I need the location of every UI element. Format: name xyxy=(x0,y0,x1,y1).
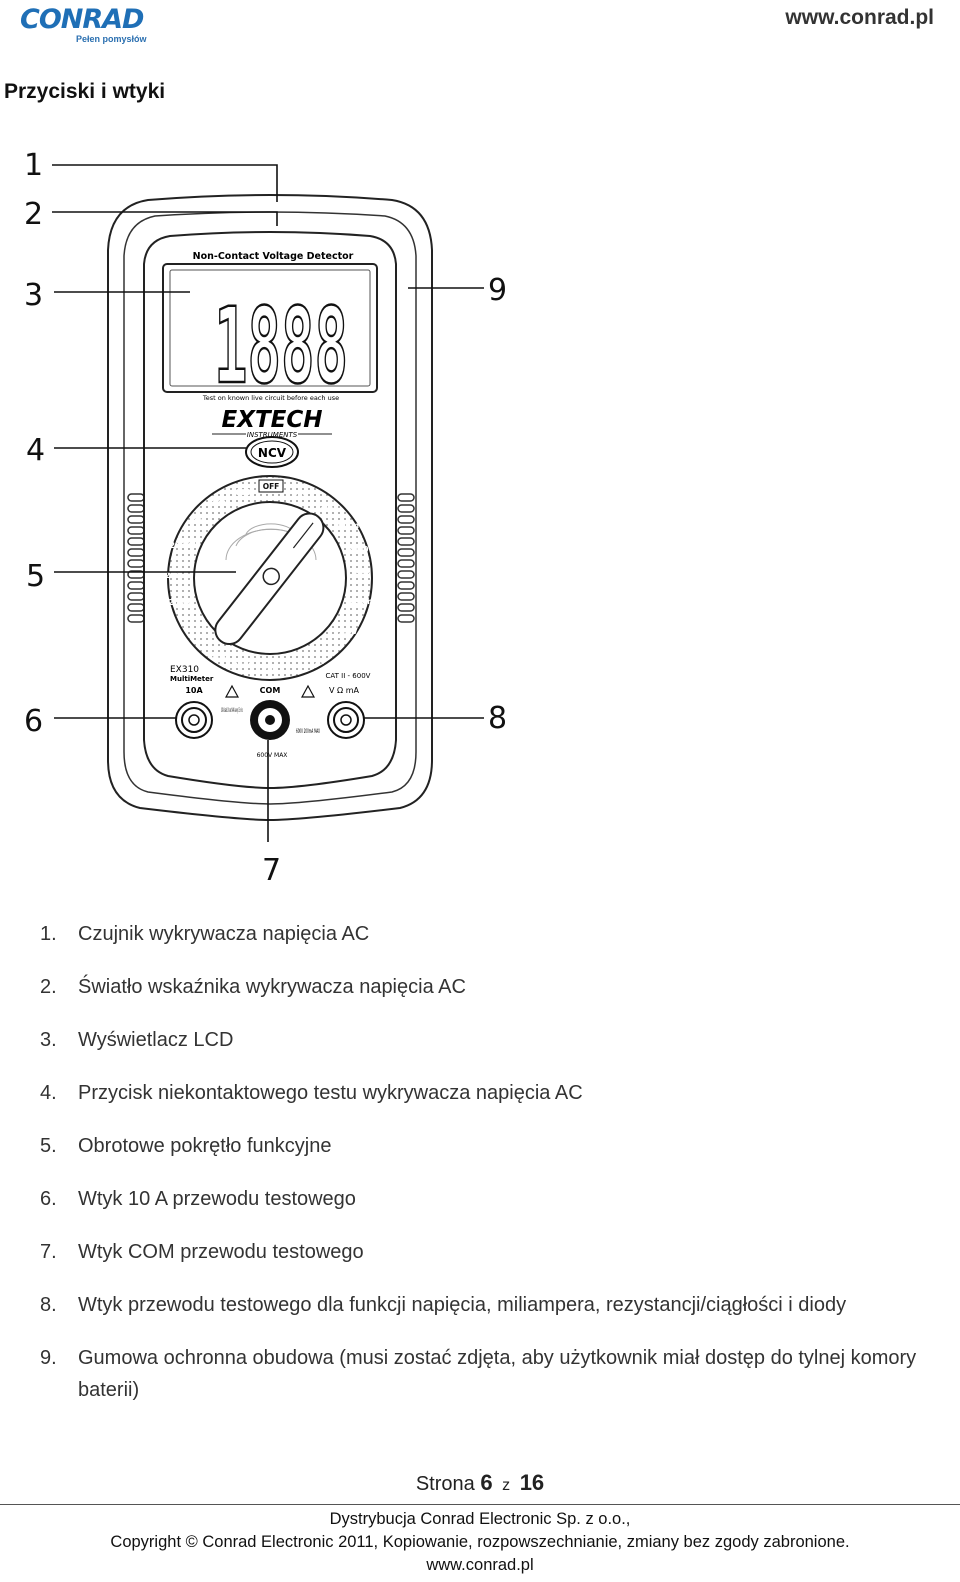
jack-label: V Ω mA xyxy=(329,686,359,695)
dial-label: 2000 xyxy=(233,661,254,670)
brand-sub: INSTRUMENTS xyxy=(247,431,298,439)
callout-3: 3 xyxy=(24,278,43,313)
list-item: 2.Światło wskaźnika wykrywacza napięcia … xyxy=(40,976,466,998)
page-number-label: Strona xyxy=(415,1473,475,1495)
dial-label: 200 xyxy=(355,571,371,580)
jack-v-ohm-ma xyxy=(327,701,365,739)
right-grip xyxy=(397,493,415,623)
list-item: 9.Gumowa ochronna obudowa (musi zostać z… xyxy=(40,1347,917,1401)
dial-label: 9V xyxy=(314,657,325,666)
callout-8: 8 xyxy=(488,701,507,736)
conrad-logo: CONRAD Pełen pomysłów xyxy=(20,4,147,46)
callout-numbers: 1 2 3 4 5 6 7 8 9 xyxy=(24,148,507,888)
page-separator: z xyxy=(502,1477,511,1494)
dial-label: 20 xyxy=(192,517,202,526)
list-item: 7.Wtyk COM przewodu testowego xyxy=(40,1241,364,1263)
page-total: 16 xyxy=(519,1470,545,1495)
lcd-window xyxy=(162,263,378,393)
dial-label: 200 m xyxy=(333,521,359,530)
holster-inner xyxy=(123,211,417,805)
jack-rating: 600V MAX xyxy=(257,752,288,759)
dial-pointer xyxy=(214,512,325,646)
logo-wordmark: CONRAD xyxy=(20,4,144,35)
logo-tagline: Pełen pomysłów xyxy=(76,34,147,44)
page-current: 6 xyxy=(480,1470,493,1495)
jack-label: 10A xyxy=(185,686,203,695)
callout-6: 6 xyxy=(24,704,43,739)
callout-1: 1 xyxy=(24,148,43,183)
dial-label: 2000 xyxy=(348,545,369,554)
dial-label: 2000 k xyxy=(170,541,199,550)
jack-rating: 10A fused 10 sec MAX every 15 min. xyxy=(221,707,243,714)
cat-rating: CAT II - 600V xyxy=(326,672,371,680)
list-item: 8.Wtyk przewodu testowego dla funkcji na… xyxy=(40,1294,847,1316)
list-item: 6.Wtyk 10 A przewodu testowego xyxy=(40,1188,356,1210)
jack-com xyxy=(250,700,290,740)
dial-label: 200 m xyxy=(349,597,375,606)
model-label: EX310 xyxy=(170,665,199,675)
dial-label: 200 m xyxy=(165,571,191,580)
model-sub: MultiMeter xyxy=(170,675,214,683)
dial-label: 200 xyxy=(262,665,278,674)
page-number: Strona 6 z 16 xyxy=(0,1470,960,1496)
lcd-digits: 1888 xyxy=(214,285,348,407)
list-item: 4.Przycisk niekontaktowego testu wykrywa… xyxy=(40,1082,583,1104)
dial-label: 200 xyxy=(320,502,336,511)
list-item: 5.Obrotowe pokrętło funkcyjne xyxy=(40,1135,332,1157)
footer-distributor: Dystrybucja Conrad Electronic Sp. z o.o.… xyxy=(329,1510,631,1528)
header-site-url[interactable]: www.conrad.pl xyxy=(785,6,934,29)
footer-url[interactable]: www.conrad.pl xyxy=(426,1556,534,1574)
dial-label: 600 xyxy=(292,489,308,498)
dial-label: 200 xyxy=(210,499,226,508)
dial-label: 20k xyxy=(211,652,227,661)
callout-9: 9 xyxy=(488,273,507,308)
jack-rating: 600V 200mA MAX xyxy=(296,728,320,735)
footer-divider xyxy=(0,1504,960,1505)
dial-label: 200 k xyxy=(168,598,192,607)
list-item: 1.Czujnik wykrywacza napięcia AC xyxy=(40,923,370,945)
brand-logo: EXTECH xyxy=(222,407,323,433)
callout-5: 5 xyxy=(26,559,45,594)
section-title: Przyciski i wtyki xyxy=(4,80,166,103)
dial-label: OFF xyxy=(263,482,280,491)
callout-4: 4 xyxy=(26,433,45,468)
display-caption: Test on known live circuit before each u… xyxy=(202,394,339,402)
display-header: Non-Contact Voltage Detector xyxy=(193,251,354,262)
dial-label: 1.5V xyxy=(338,627,357,636)
jack-10a xyxy=(175,701,213,739)
jack-label: COM xyxy=(260,686,281,695)
multimeter-diagram: Non-Contact Voltage Detector 1888 Test o… xyxy=(24,148,507,888)
ncv-button-label: NCV xyxy=(258,446,287,460)
dial-label: 600 xyxy=(235,488,251,497)
callout-7: 7 xyxy=(262,853,281,888)
list-item: 3.Wyświetlacz LCD xyxy=(40,1029,234,1051)
footer-copyright: Copyright © Conrad Electronic 2011, Kopi… xyxy=(110,1533,850,1551)
callout-lines xyxy=(52,164,484,842)
callout-2: 2 xyxy=(24,197,43,232)
parts-list: 1.Czujnik wykrywacza napięcia AC 2.Świat… xyxy=(40,918,940,1427)
